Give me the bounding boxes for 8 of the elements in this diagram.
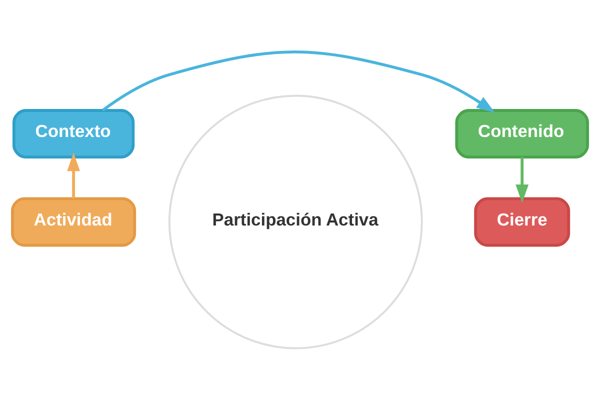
arrow [102, 50, 495, 113]
arrow [516, 157, 529, 203]
node-box: Contexto [12, 109, 135, 158]
node-box: Actividad [11, 197, 136, 247]
arrow [67, 152, 80, 199]
node-box: Contenido [455, 109, 589, 158]
node-box: Cierre [474, 197, 570, 247]
node-circle: Participación Activa [168, 94, 423, 350]
